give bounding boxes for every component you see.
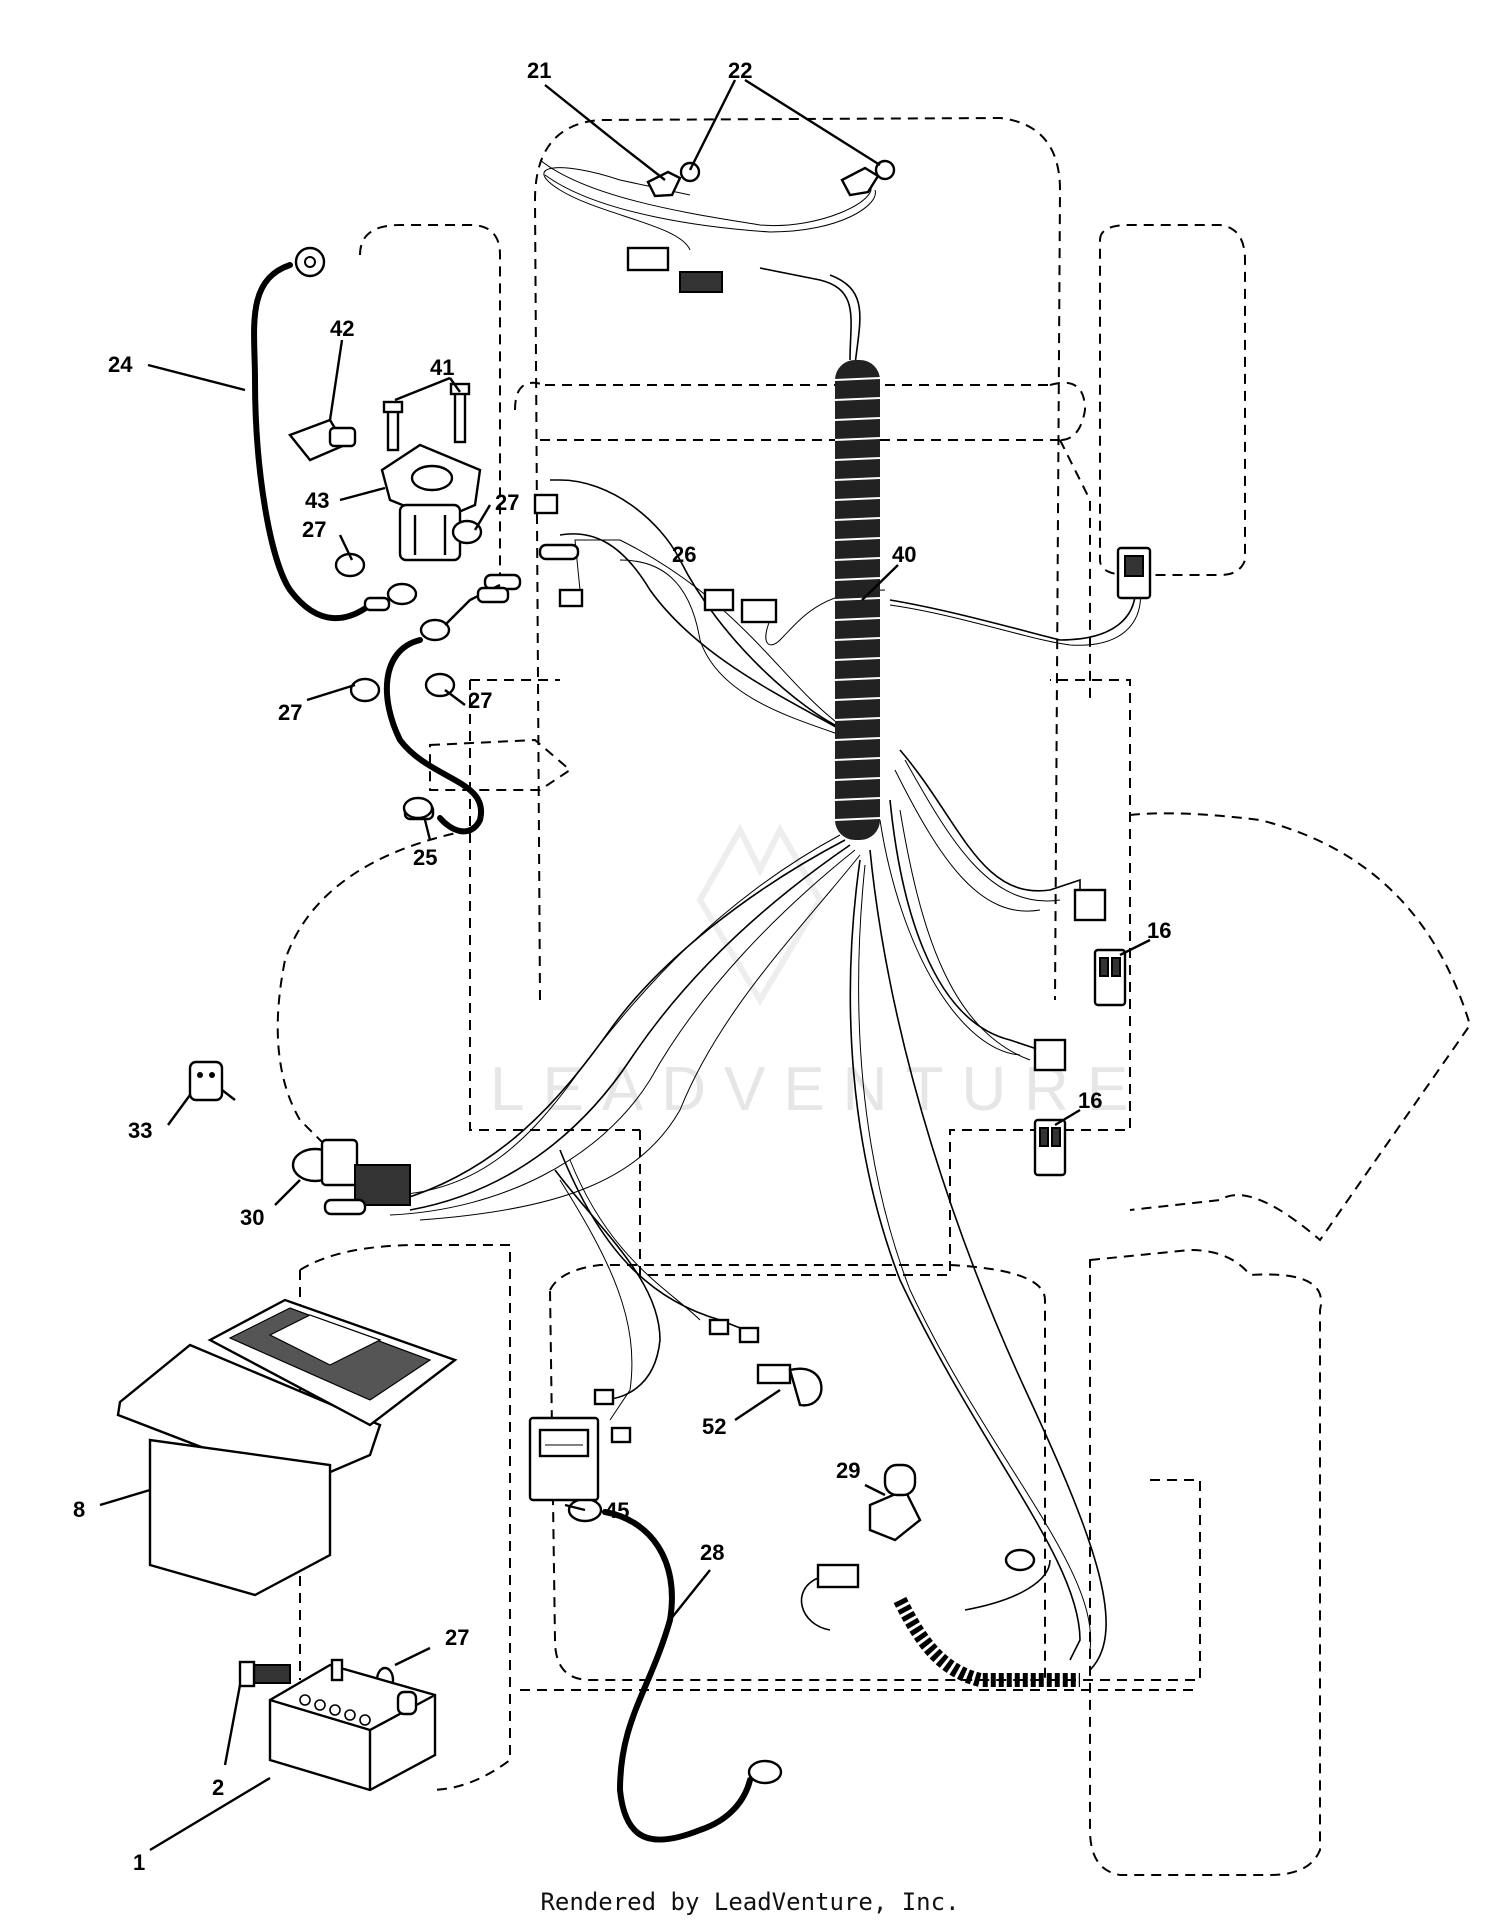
harness-plug [1033,888,1107,1072]
switch-connector [1093,948,1127,1007]
callout-28: 28 [700,1540,724,1565]
callout-30: 30 [240,1205,264,1230]
callout-27: 27 [445,1625,469,1650]
hour-meter [528,1416,600,1502]
callout-45: 45 [605,1498,629,1523]
callout-41: 41 [430,355,454,380]
ignition-switch [291,1138,411,1216]
footer-credit: Rendered by LeadVenture, Inc. [540,1888,960,1916]
callout-8: 8 [73,1497,85,1522]
battery-cable [251,246,418,622]
callout-1: 1 [133,1850,145,1875]
callout-24: 24 [108,352,133,377]
terminal-boot [288,418,357,462]
coil-lead [800,1548,1080,1687]
headlight-bulb [646,161,701,198]
watermark-text: LEADVENTURE [490,1055,1146,1124]
seat-switch-connector [1116,546,1152,600]
callout-29: 29 [836,1458,860,1483]
callout-40: 40 [892,542,916,567]
tractor-outline [276,116,1472,1876]
leader-lines [99,78,1151,1852]
callout-16: 16 [1078,1088,1102,1113]
callout-26: 26 [672,542,696,567]
callout-25: 25 [413,845,437,870]
callout-2: 2 [212,1775,224,1800]
indicator-lamp [756,1363,823,1407]
callout-33: 33 [128,1118,152,1143]
headlight-bulb [840,159,896,197]
starter-solenoid [380,443,482,562]
headlight-harness-connector [626,246,723,293]
pto-switch [868,1463,922,1542]
callout-27: 27 [278,700,302,725]
callout-52: 52 [702,1414,726,1439]
callout-16: 16 [1147,918,1171,943]
callout-labels: 21 22 24 42 41 43 27 27 27 27 25 26 40 1… [73,58,1171,1875]
watermark-logo [696,823,824,1006]
switch-connector [1033,1118,1067,1177]
ignition-key [188,1060,236,1102]
battery [268,1658,437,1792]
hex-nut [334,519,483,1694]
callout-27: 27 [302,517,326,542]
main-harness-wires [389,159,1142,1671]
callout-27: 27 [468,688,492,713]
callout-27: 27 [495,490,519,515]
battery-box [116,1298,458,1597]
battery-bolt [238,1660,291,1688]
mounting-bolt [382,382,471,452]
callout-42: 42 [330,316,354,341]
fuse-holder [703,588,778,624]
ground-cable [383,583,510,835]
wire-terminal [593,1318,760,1444]
callout-43: 43 [305,488,329,513]
negative-cable [567,1497,783,1843]
wire-terminal [483,493,584,608]
callout-22: 22 [728,58,752,83]
harness-conduit [834,360,881,840]
callout-21: 21 [527,58,551,83]
